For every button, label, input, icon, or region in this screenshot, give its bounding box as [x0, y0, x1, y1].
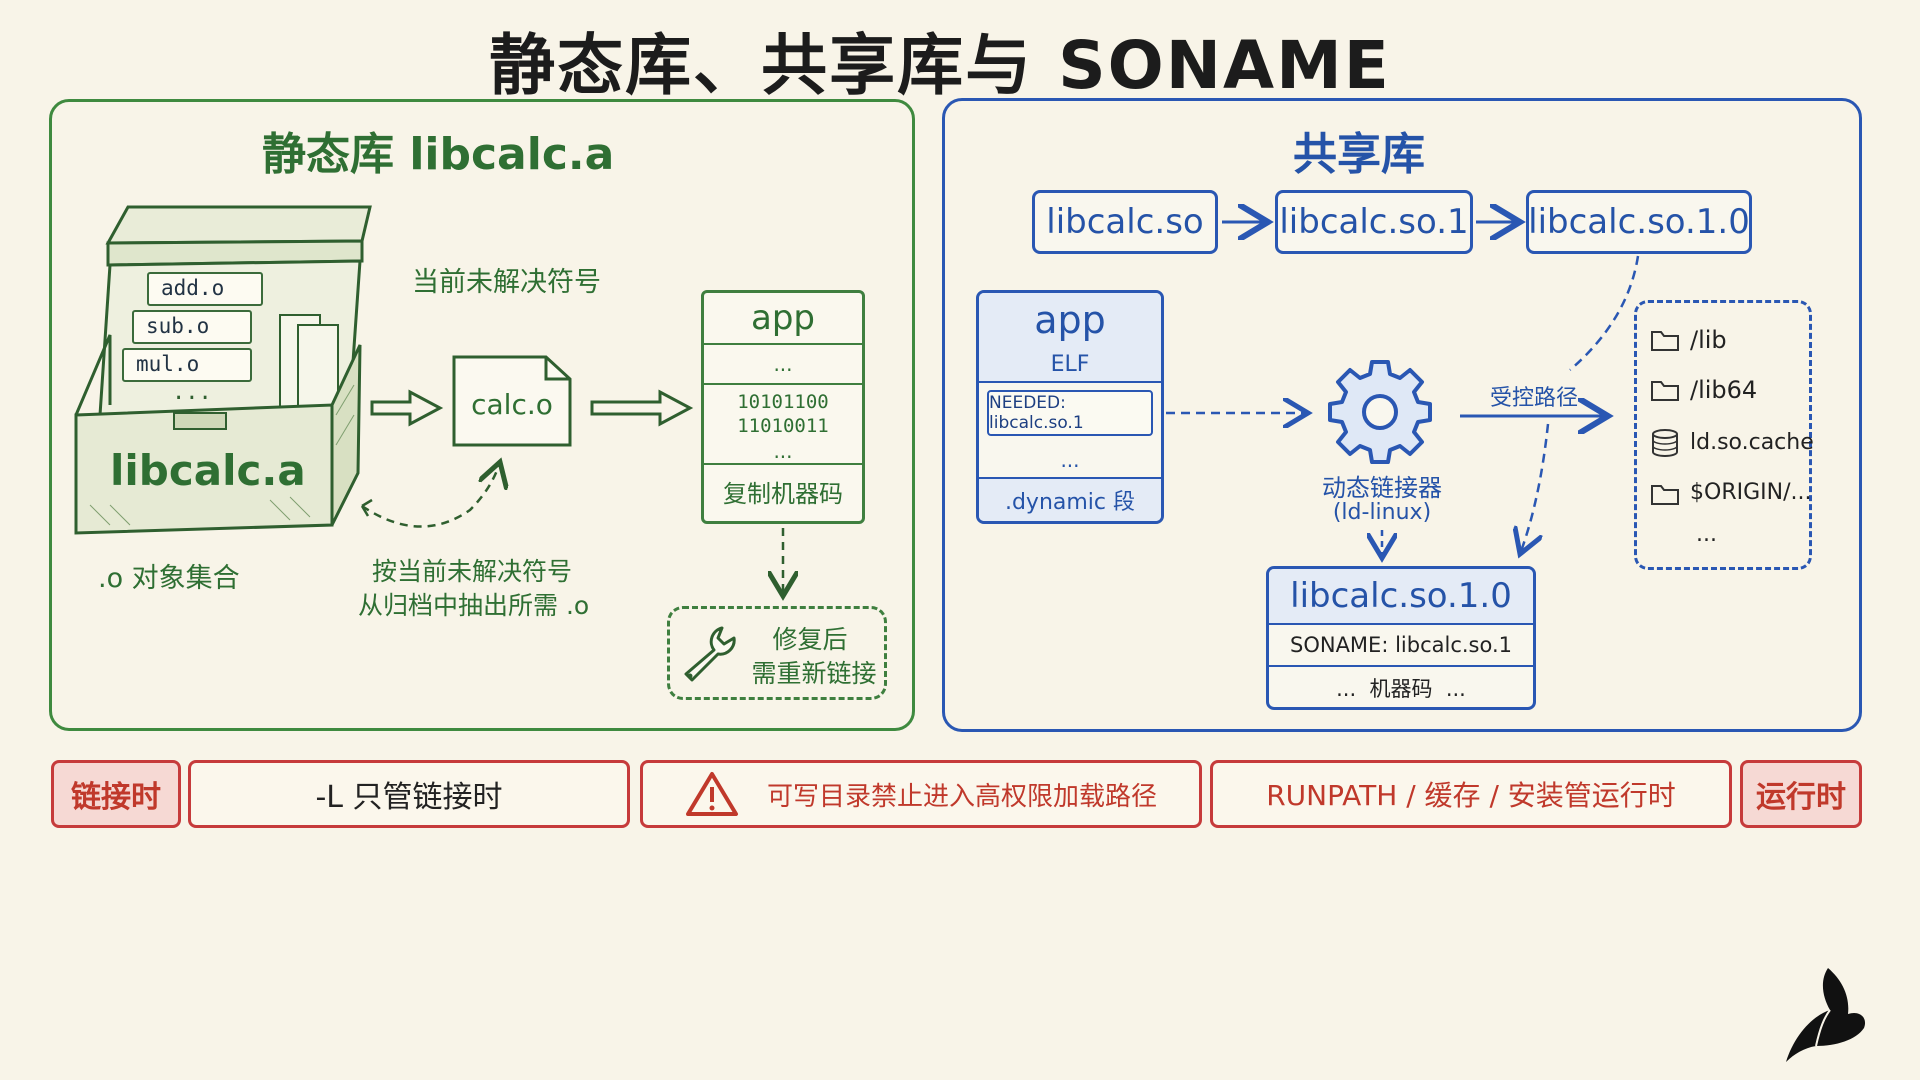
relink-line2: 需重新链接 [751, 659, 877, 688]
warning-icon [685, 772, 738, 816]
dynamic-linker-label: 动态链接器 [1322, 474, 1442, 502]
static-app-footer: 复制机器码 [723, 479, 843, 508]
chain-libcalc-so: libcalc.so [1032, 190, 1218, 254]
chain-to-linker-dashed [1569, 255, 1640, 371]
search-path-ldcache-label: ld.so.cache [1690, 430, 1814, 455]
shared-library-panel [942, 98, 1862, 732]
runtime-note: RUNPATH / 缓存 / 安装管运行时 [1210, 760, 1732, 828]
search-path-lib64-label: /lib64 [1690, 376, 1758, 404]
real-library-code: ... 机器码 ... [1336, 677, 1466, 701]
controlled-path-label: 受控路径 [1490, 386, 1579, 411]
folder-icon [1651, 381, 1679, 401]
static-app-dots-2: ... [704, 439, 862, 465]
gear-icon [1326, 358, 1434, 466]
warning-text: 可写目录禁止进入高权限加载路径 [766, 781, 1157, 812]
link-time-tag: 链接时 [51, 760, 181, 828]
paths-to-library-arrow [1520, 423, 1550, 554]
needed-entry: NEEDED: libcalc.so.1 [987, 390, 1153, 436]
search-path-box [1634, 300, 1812, 570]
search-path-more: ... [1696, 522, 1717, 547]
archive-file-sub: sub.o [132, 310, 252, 344]
shared-app-dots: ... [979, 443, 1161, 479]
static-app-bits-2: 11010011 [737, 415, 829, 437]
folder-icon [1651, 485, 1679, 505]
dynamic-section: .dynamic 段 [979, 479, 1161, 521]
archive-file-more: ... [172, 380, 212, 405]
unresolved-symbols-label: 当前未解决符号 [412, 267, 601, 298]
archive-to-object-arrow [370, 389, 444, 427]
butterfly-logo [1776, 966, 1868, 1062]
extract-curve-arrow [361, 462, 500, 528]
page-title: 静态库、共享库与 SONAME [489, 27, 1391, 104]
archive-file-mul: mul.o [122, 348, 252, 382]
static-app-bits-1: 10101100 [737, 391, 829, 413]
real-library-box: libcalc.so.1.0 SONAME: libcalc.so.1 ... … [1266, 566, 1536, 710]
document-icon [452, 355, 572, 447]
dynamic-linker-sublabel: (ld-linux) [1332, 500, 1432, 525]
shared-app-format: ELF [979, 347, 1161, 383]
link-time-note: -L 只管链接时 [188, 760, 630, 828]
shared-app-title: app [979, 293, 1161, 347]
archive-label: libcalc.a [110, 446, 306, 495]
object-to-app-arrow [590, 389, 694, 427]
folder-icon [1651, 331, 1679, 351]
static-app-box: app ... 10101100 11010011 ... 复制机器码 [701, 290, 865, 524]
butterfly-icon [1786, 968, 1866, 1062]
chain-libcalc-so-1: libcalc.so.1 [1275, 190, 1473, 254]
static-panel-title: 静态库 libcalc.a [262, 129, 615, 180]
archive-file-add: add.o [147, 272, 263, 306]
chain-libcalc-so-1-0: libcalc.so.1.0 [1526, 190, 1752, 254]
wrench-icon [678, 622, 738, 682]
object-file-doc [452, 355, 572, 447]
real-library-title: libcalc.so.1.0 [1269, 569, 1533, 625]
static-library-panel [49, 99, 915, 731]
database-icon [1652, 429, 1678, 457]
extract-note-line2: 从归档中抽出所需 .o [358, 591, 590, 620]
archive-caption: .o 对象集合 [98, 563, 240, 594]
shared-panel-title: 共享库 [1293, 129, 1425, 180]
soname-entry: SONAME: libcalc.so.1 [1269, 625, 1533, 667]
search-path-lib-label: /lib [1690, 326, 1727, 354]
extract-note-line1: 按当前未解决符号 [372, 557, 573, 586]
static-app-title: app [704, 293, 862, 345]
relink-box [667, 606, 887, 700]
shared-app-box: app ELF NEEDED: libcalc.so.1 ... .dynami… [976, 290, 1164, 524]
search-path-origin-label: $ORIGIN/... [1690, 480, 1812, 505]
object-file-label: calc.o [471, 388, 553, 421]
static-app-dots: ... [704, 345, 862, 385]
relink-line1: 修复后 [772, 625, 848, 654]
warning-bar: 可写目录禁止进入高权限加载路径 [640, 760, 1202, 828]
runtime-tag: 运行时 [1740, 760, 1862, 828]
